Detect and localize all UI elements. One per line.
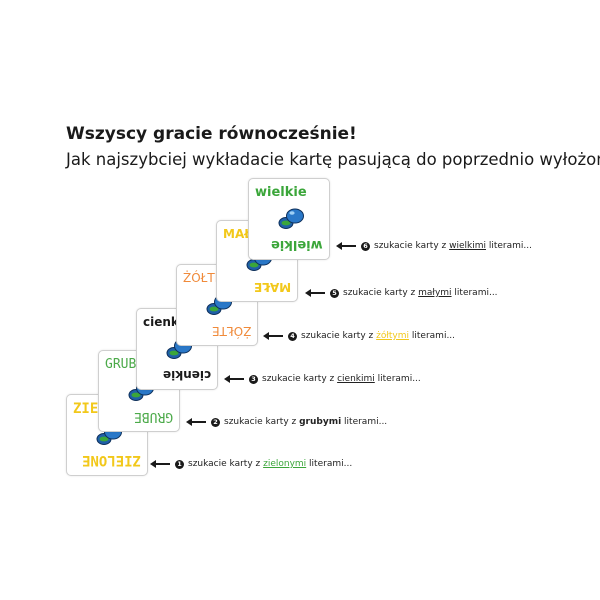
instruction-keyword: grubymi <box>299 417 342 427</box>
card-word-top: wielkie <box>255 185 307 200</box>
instruction-5: 5 szukacie karty z małymi literami... <box>305 288 498 298</box>
card-word-bottom: cienkie <box>162 368 211 382</box>
step-number: 6 <box>361 241 370 251</box>
instruction-text-before: szukacie karty z <box>188 459 264 469</box>
blue-ball-token-icon <box>278 208 304 229</box>
instruction-text-before: szukacie karty z <box>343 288 419 298</box>
instruction-text-before: szukacie karty z <box>262 374 338 384</box>
instruction-text-after: literami... <box>306 459 353 469</box>
step-number: 2 <box>211 417 220 427</box>
instruction-text-after: literami... <box>451 288 498 298</box>
instruction-keyword: wielkimi <box>449 241 486 251</box>
page-subheading: Jak najszybciej wykładacie kartę pasując… <box>66 150 600 169</box>
left-arrow-icon <box>263 332 283 340</box>
instruction-text-after: literami... <box>409 331 456 341</box>
page-heading: Wszyscy gracie równocześnie! <box>66 124 357 144</box>
instruction-3: 3 szukacie karty z cienkimi literami... <box>224 374 421 384</box>
left-arrow-icon <box>150 460 170 468</box>
instruction-keyword: cienkimi <box>337 374 375 384</box>
card-wielkie: wielkie wielkie <box>248 178 330 260</box>
instruction-text-before: szukacie karty z <box>374 241 450 251</box>
left-arrow-icon <box>224 375 244 383</box>
step-number: 5 <box>330 288 339 298</box>
card-word-top: ŻÓŁTE <box>183 271 223 285</box>
left-arrow-icon <box>336 242 356 250</box>
instruction-text-before: szukacie karty z <box>301 331 377 341</box>
instruction-text-after: literami... <box>486 241 532 251</box>
instruction-text-after: literami... <box>374 374 421 384</box>
instruction-keyword: małymi <box>418 288 452 298</box>
step-number: 4 <box>288 331 297 341</box>
card-word-bottom: wielkie <box>271 237 323 252</box>
step-number: 3 <box>249 374 258 384</box>
instruction-keyword: żółtymi <box>376 331 410 341</box>
instruction-1: 1 szukacie karty z zielonymi literami... <box>150 459 352 469</box>
left-arrow-icon <box>305 289 325 297</box>
instruction-text-before: szukacie karty z <box>224 417 300 427</box>
card-word-top: GRUBE <box>105 357 145 372</box>
card-word-bottom: MAŁE <box>253 280 291 294</box>
card-word-bottom: ŻÓŁTE <box>211 324 251 338</box>
instruction-text-after: literami... <box>341 417 388 427</box>
card-word-bottom: GRUBE <box>133 409 173 424</box>
step-number: 1 <box>175 459 184 469</box>
instruction-2: 2 szukacie karty z grubymi literami... <box>186 417 387 427</box>
instruction-6: 6 szukacie karty z wielkimi literami... <box>336 241 532 251</box>
card-word-bottom: ZIELONE <box>81 452 141 468</box>
instruction-4: 4 szukacie karty z żółtymi literami... <box>263 331 455 341</box>
instruction-keyword: zielonymi <box>263 459 307 469</box>
left-arrow-icon <box>186 418 206 426</box>
